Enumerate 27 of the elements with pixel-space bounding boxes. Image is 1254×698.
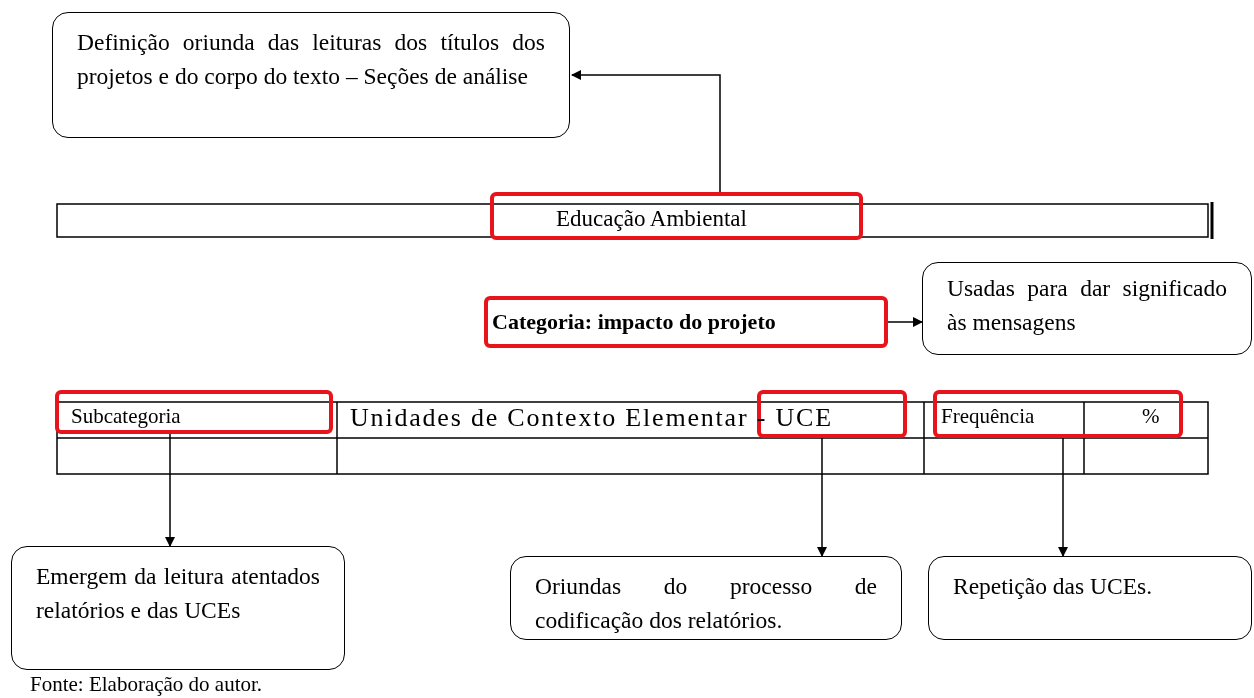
callout-text: Definição oriunda das leituras dos títulos dos projetos e do corpo do texto – Seções de análise	[77, 28, 545, 92]
column-header: %	[1142, 404, 1160, 429]
highlight-box	[757, 390, 907, 438]
column-header: Subcategoria	[71, 404, 181, 429]
callout-text: Usadas para dar significado às mensagens	[947, 274, 1227, 338]
column-header: Unidades de Contexto Elementar - UCE	[350, 403, 833, 433]
arrow	[165, 433, 175, 547]
callout-text: Repetição das UCEs.	[953, 572, 1154, 601]
callout-box	[11, 546, 345, 670]
callout-text: Emergem da leitura atentados relatórios e das UCEs	[36, 562, 320, 626]
arrow	[817, 437, 827, 557]
callout-box	[52, 12, 570, 138]
arrow	[887, 317, 923, 327]
callout-box	[922, 262, 1252, 355]
callout-box	[510, 556, 902, 640]
highlight-box	[933, 390, 1183, 438]
column-header: Frequência	[941, 404, 1035, 429]
highlight-box	[55, 390, 333, 434]
arrow	[1058, 437, 1068, 557]
caption: Fonte: Elaboração do autor.	[30, 672, 263, 697]
callout-text: Oriundas do processo de codificação dos relatórios.	[535, 572, 877, 636]
highlight-box	[490, 192, 863, 240]
arrow	[571, 70, 721, 193]
callout-box	[928, 556, 1252, 640]
heading: Categoria: impacto do projeto	[492, 309, 776, 335]
highlight-box	[484, 296, 888, 348]
heading: Educação Ambiental	[556, 206, 747, 232]
